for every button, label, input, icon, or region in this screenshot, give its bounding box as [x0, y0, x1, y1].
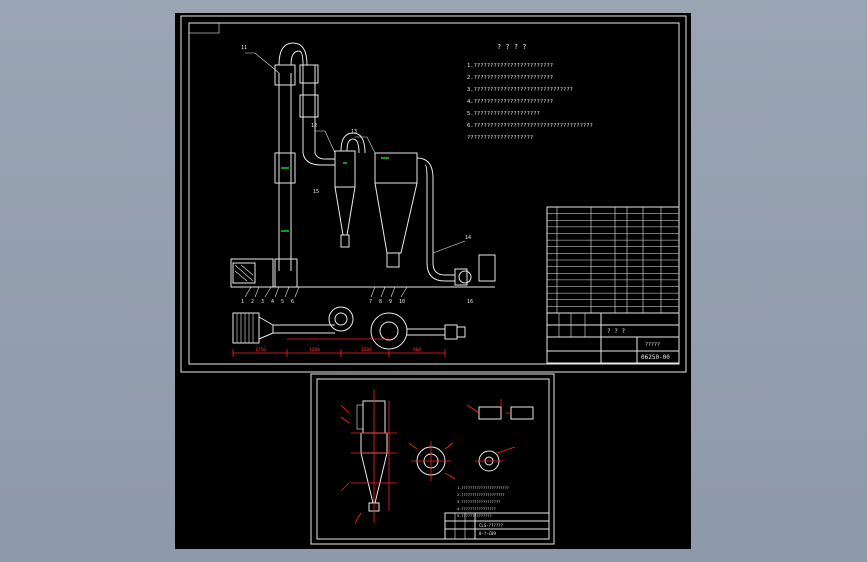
drawing-number: 06250-00: [641, 354, 670, 361]
note-line: 5.????????????????????: [467, 111, 540, 117]
note-line: 5.??????????????: [457, 514, 492, 518]
note-line: ????????????????????: [467, 135, 533, 141]
dimension-label: 800: [413, 347, 421, 353]
title-block-text: ? ? ?: [607, 328, 625, 335]
plan-view: 1750 1200 1500 800: [232, 306, 466, 357]
balloon: 9: [389, 299, 392, 305]
technical-notes-upper: ? ? ? ? 1.???????????????????????? 2.???…: [467, 43, 593, 141]
balloon: 12: [311, 123, 317, 129]
drawing-number: 0-?-C09: [479, 531, 496, 536]
balloon: 6: [291, 299, 294, 305]
title-block-upper: ? ? ? ????? 06250-00: [546, 312, 680, 364]
note-line: 3.??????????????????????????????: [467, 87, 573, 93]
balloon: 5: [281, 299, 284, 305]
dimension-label: 1750: [255, 347, 266, 353]
balloon: 1: [241, 299, 244, 305]
note-line: 2.????????????????????????: [467, 75, 553, 81]
balloon: 15: [313, 189, 319, 195]
balloon: 2: [251, 299, 254, 305]
upper-drawing-frame: [180, 15, 687, 373]
notes-title: ? ? ? ?: [497, 43, 527, 51]
note-line: 3.??????????????????: [457, 500, 500, 504]
title-block-name: CLS-??????: [479, 523, 504, 528]
note-line: 2.????????????????????: [457, 493, 505, 497]
balloon: 8: [379, 299, 382, 305]
parts-list-table: [546, 206, 680, 314]
balloon: 13: [351, 129, 357, 135]
title-block-lower: CLS-?????? 0-?-C09: [444, 512, 550, 540]
title-block-subtext: ?????: [645, 342, 660, 348]
balloon: 7: [369, 299, 372, 305]
balloon: 16: [467, 299, 473, 305]
cyclone-detail: [340, 389, 534, 524]
cad-drawing-canvas: 1 2 3 4 5 6 7 8 9 10 11 12 13 14 15 16: [180, 15, 687, 545]
note-line: 6.????????????????????????????????????: [467, 123, 593, 129]
balloon: 11: [241, 45, 247, 51]
dimension-label: 1200: [309, 347, 320, 353]
balloon: 4: [271, 299, 274, 305]
balloon: 14: [465, 235, 471, 241]
balloon: 3: [261, 299, 264, 305]
drawing-sheet[interactable]: 1 2 3 4 5 6 7 8 9 10 11 12 13 14 15 16: [175, 13, 691, 549]
note-line: 1.??????????????????????: [457, 486, 509, 490]
dimension-label: 1500: [361, 347, 372, 353]
balloon: 10: [399, 299, 405, 305]
note-line: 4.????????????????????????: [467, 99, 553, 105]
part-balloons-upper: 1 2 3 4 5 6 7 8 9 10 11 12 13 14 15 16: [241, 45, 473, 305]
technical-notes-lower: 1.?????????????????????? 2.?????????????…: [457, 486, 509, 518]
dryer-process-diagram: [230, 42, 496, 298]
note-line: 1.????????????????????????: [467, 63, 553, 69]
note-line: 4.????????????????: [457, 507, 496, 511]
lower-drawing-frame: [310, 373, 555, 545]
